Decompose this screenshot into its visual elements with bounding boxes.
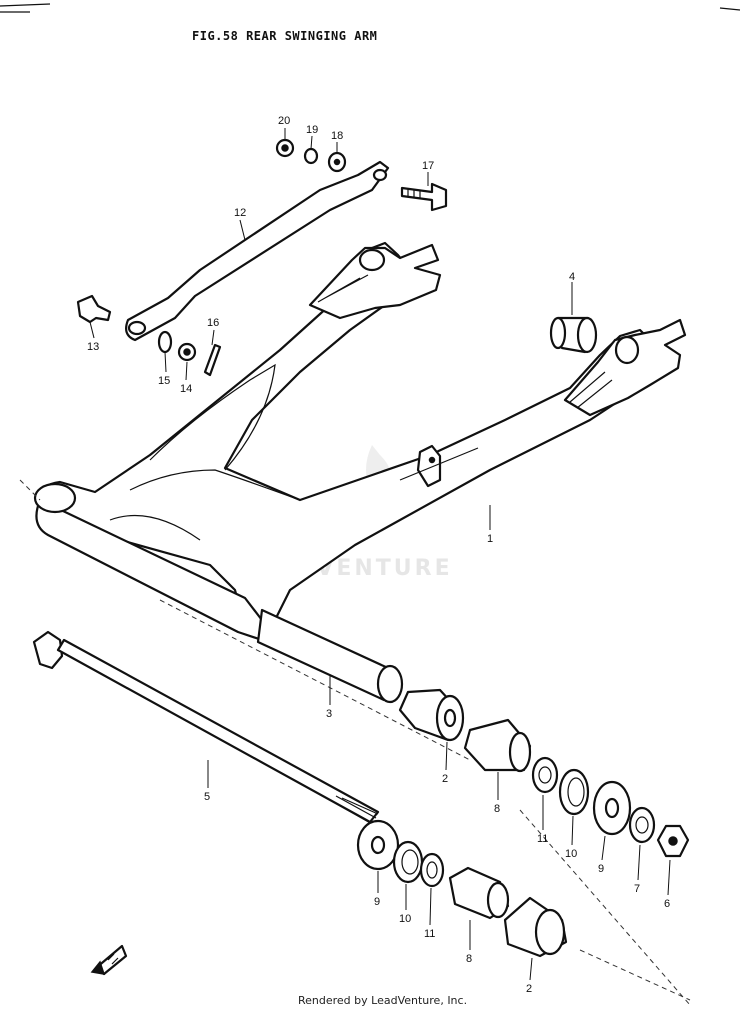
callout-19: 19 (306, 124, 318, 136)
part-17-bolt (400, 182, 448, 212)
part-4-bushing (549, 316, 598, 354)
callout-9-lower: 9 (374, 896, 380, 908)
callout-13: 13 (87, 341, 99, 353)
callout-2-lower: 2 (526, 983, 532, 995)
callout-8-upper: 8 (494, 803, 500, 815)
callout-11-upper: 11 (537, 833, 548, 845)
callout-5: 5 (204, 791, 210, 803)
footer-credit: Rendered by LeadVenture, Inc. (298, 994, 467, 1007)
part-19-washer (303, 147, 319, 165)
part-12-torque-link (125, 160, 390, 342)
callout-12: 12 (234, 207, 246, 219)
callout-8-lower: 8 (466, 953, 472, 965)
axis-lines (19, 479, 691, 1006)
part-16-cotter-pin (203, 343, 222, 377)
callout-labels: 20 19 18 17 12 4 16 13 15 14 1 3 5 2 8 1… (87, 115, 670, 995)
part-1-swing-arm (33, 241, 687, 642)
callout-6: 6 (664, 898, 670, 910)
parts-row-upper (398, 688, 690, 858)
hardware-mid (157, 330, 222, 377)
part-15-washer (157, 330, 173, 354)
callout-14: 14 (180, 383, 192, 395)
callout-10-lower: 10 (399, 913, 411, 925)
callout-11-lower: 11 (424, 928, 435, 940)
callout-1: 1 (487, 533, 493, 545)
part-3-spacer (256, 608, 404, 704)
part-13-bolt (76, 294, 112, 324)
callout-18: 18 (331, 130, 343, 142)
callout-20: 20 (278, 115, 290, 127)
callout-9-upper: 9 (598, 863, 604, 875)
scan-artifacts (0, 3, 741, 13)
leader-lines (89, 128, 671, 981)
callout-17: 17 (422, 160, 434, 172)
part-5-pivot-shaft (32, 630, 380, 825)
callout-2-upper: 2 (442, 773, 448, 785)
parts-row-lower (356, 819, 568, 958)
callout-7: 7 (634, 883, 640, 895)
front-arrow-icon (90, 944, 128, 976)
callout-15: 15 (158, 375, 170, 387)
figure-title: FIG.58 REAR SWINGING ARM (192, 29, 377, 43)
callout-4: 4 (569, 271, 575, 283)
callout-10-upper: 10 (565, 848, 577, 860)
callout-16: 16 (207, 317, 219, 329)
callout-3: 3 (326, 708, 332, 720)
